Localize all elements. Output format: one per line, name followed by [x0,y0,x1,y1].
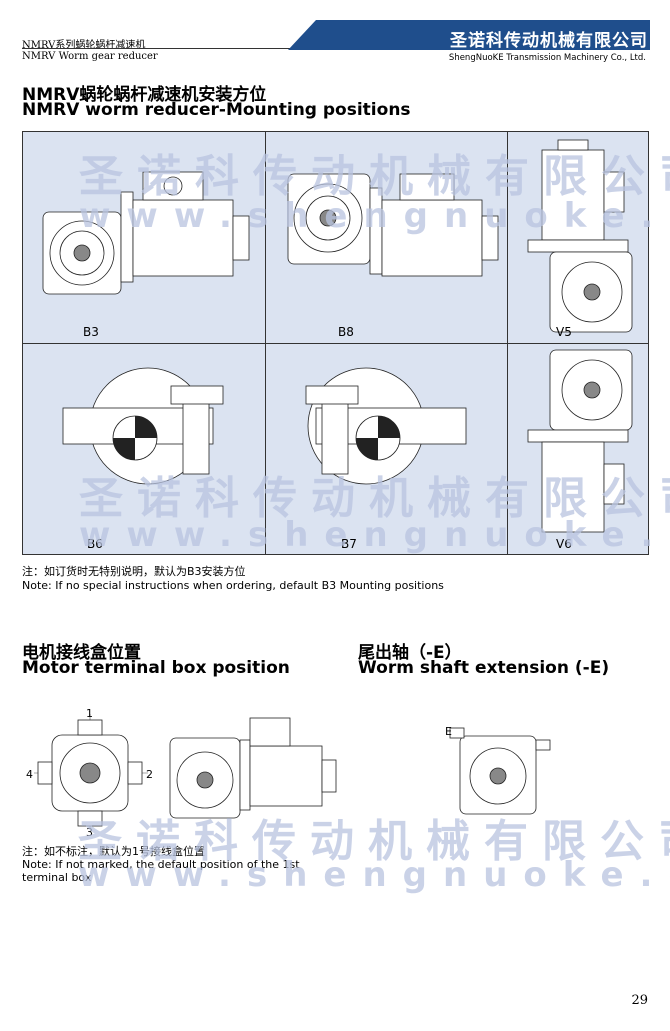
terminal-note-cn: 注：如不标注，默认为1号接线盒位置 [22,845,205,858]
terminal-box-heading-cn: 电机接线盒位置 [22,643,141,663]
v5-reducer-drawing [527,139,633,333]
watermark-cn: 圣诺科传动机械有限公司 [78,816,670,867]
position-label: B3 [83,325,99,339]
watermark-cn: 圣诺科传动机械有限公司 [79,473,670,524]
terminal-note-en-line2: terminal box [22,871,92,884]
company-name-en: ShengNuoKE Transmission Machinery Co., L… [448,53,646,63]
page-number: 29 [631,993,648,1008]
position-cell-v6: V6 [508,344,648,554]
terminal-box-drawings [34,714,337,828]
worm-shaft-heading-en: Worm shaft extension (-E) [358,658,610,678]
series-title-cn: NMRV系列蜗轮蜗杆减速机 [22,40,146,51]
position-label: B8 [338,325,354,339]
page-title-en: NMRV worm reducer-Mounting positions [22,100,411,120]
position-cell-v5: V5 [508,132,648,344]
position-cell-b7: B7 [266,344,508,554]
b8-reducer-drawing [287,173,499,277]
position-label: B6 [87,537,103,551]
page-title-cn: NMRV蜗轮蜗杆减速机安装方位 [22,85,267,105]
b6-reducer-drawing [62,367,224,485]
mounting-note-en: Note: If no special instructions when or… [22,579,444,592]
watermark-en: www.shengnuoke.com [79,196,670,236]
worm-shaft-heading-cn: 尾出轴（-E） [358,643,462,663]
watermark-en: www.shengnuoke.com [79,515,670,555]
b7-reducer-drawing [305,367,467,485]
worm-shaft-label: E [445,725,452,738]
company-name-cn: 圣诺科传动机械有限公司 [450,31,648,51]
worm-shaft-drawing [449,727,551,815]
terminal-position-4: 4 [26,768,33,781]
position-cell-b3: B3 [23,132,266,344]
terminal-note-en-line1: Note: If not marked, the default positio… [22,858,300,871]
mounting-note-cn: 注：如订货时无特别说明，默认为B3安装方位 [22,565,246,578]
terminal-position-2: 2 [146,768,153,781]
header-rule [22,48,292,49]
terminal-position-3: 3 [86,826,93,839]
watermark-cn: 圣诺科传动机械有限公司 [79,151,670,202]
position-label: B7 [341,537,357,551]
watermark-en: www.shengnuoke.com [78,855,670,895]
header-band [288,20,650,50]
position-label: V6 [556,537,572,551]
terminal-box-heading-en: Motor terminal box position [22,658,290,678]
position-label: V5 [556,325,572,339]
mounting-positions-grid: B3 B8 V5 [22,131,670,555]
terminal-position-1: 1 [86,707,93,720]
position-cell-b6: B6 [23,344,266,554]
v6-reducer-drawing [527,349,633,533]
position-cell-b8: B8 [266,132,508,344]
series-title-en: NMRV Worm gear reducer [22,51,158,62]
b3-reducer-drawing [42,171,250,295]
